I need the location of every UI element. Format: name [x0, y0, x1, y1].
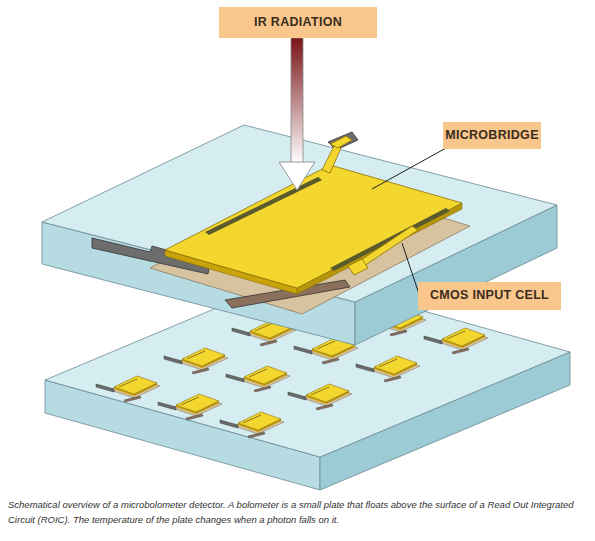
bridge-pad [348, 259, 368, 275]
bridge-leg [322, 146, 341, 173]
mini-bolometer [424, 328, 488, 354]
label-box: IR RADIATION [219, 7, 377, 38]
figure-caption: Schematical overview of a microbolometer… [8, 497, 590, 527]
electrode-strip [328, 132, 358, 150]
plate-slot [205, 177, 322, 235]
label-text: CMOS INPUT CELL [430, 289, 549, 303]
label-box: CMOS INPUT CELL [418, 282, 561, 310]
mini-bolometer [164, 348, 228, 374]
mini-bolometer [96, 376, 160, 402]
bridge-leg [358, 226, 418, 266]
mini-bolometer [158, 394, 222, 420]
mini-bolometer [356, 356, 420, 382]
radiation-arrow [291, 38, 303, 163]
label-text: MICROBRIDGE [445, 129, 539, 143]
microbridge-plate [165, 165, 462, 288]
mini-bolometer [226, 366, 290, 392]
leader-line [372, 148, 446, 189]
plate-slot [330, 208, 450, 271]
label-text: IR RADIATION [254, 16, 342, 30]
radiation-arrowhead [279, 162, 315, 190]
mini-bolometer [288, 384, 352, 410]
mini-bolometer [220, 412, 284, 438]
label-box: MICROBRIDGE [443, 122, 541, 149]
bridge-pad [330, 136, 352, 148]
